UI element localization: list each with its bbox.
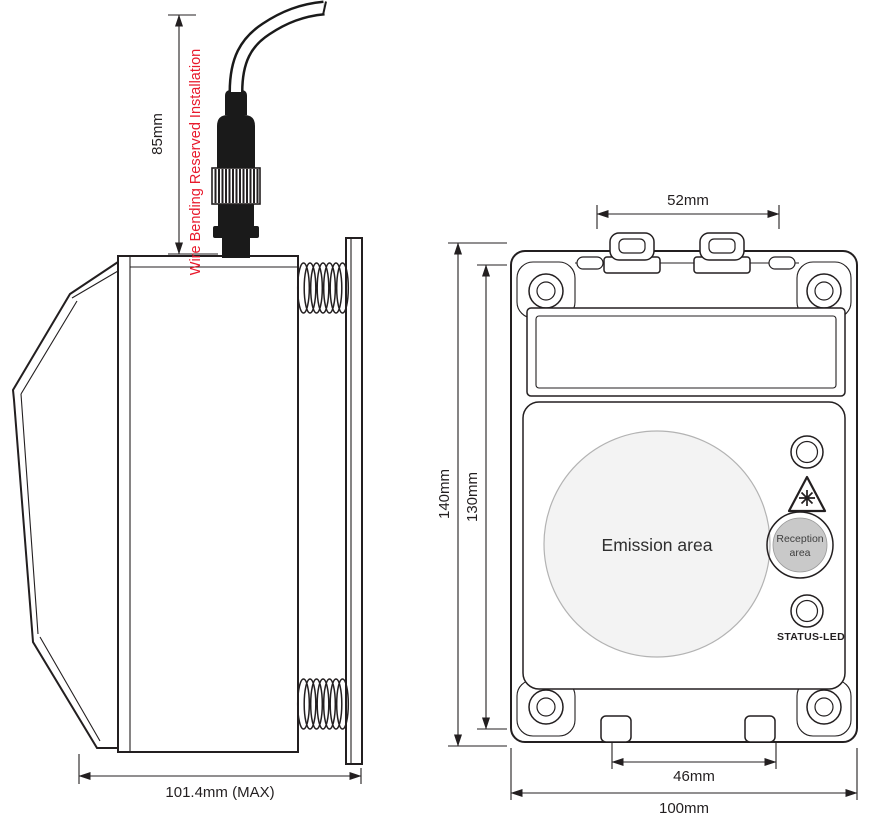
dim-overall-height: 140mm	[436, 242, 507, 747]
dim-101mm-label: 101.4mm (MAX)	[165, 784, 274, 801]
indicator-ring	[790, 435, 824, 469]
connector-port-right	[693, 232, 751, 274]
dim-overall-width: 100mm	[510, 748, 858, 817]
status-led-label: STATUS-LED	[777, 631, 845, 643]
wire-bending-note: Wire Bending Reserved Installation	[188, 49, 204, 275]
cable-connector	[211, 90, 261, 258]
side-body	[117, 255, 299, 753]
dim-body-height: 130mm	[464, 264, 507, 730]
emission-area-label: Emission area	[602, 535, 713, 555]
bottom-tab-left	[600, 715, 632, 743]
emission-area-circle	[543, 430, 771, 658]
dim-140mm-label: 140mm	[436, 469, 453, 519]
dim-depth-max: 101.4mm (MAX)	[78, 754, 362, 801]
side-housing-outline	[11, 260, 119, 749]
front-view: Emission area Reception area STATUS-LED	[436, 192, 858, 817]
dim-slot-span: 46mm	[611, 742, 777, 785]
dim-100mm-label: 100mm	[659, 800, 709, 817]
laser-warning-icon	[787, 475, 827, 513]
label-window	[526, 307, 846, 397]
connector-port-left	[603, 232, 661, 274]
side-body-detail-lines	[129, 256, 298, 752]
top-slot-right	[768, 256, 796, 270]
top-slot-left	[576, 256, 604, 270]
dim-52mm-label: 52mm	[667, 192, 709, 209]
reception-area: Reception area	[766, 511, 834, 579]
status-led-ring	[790, 594, 824, 628]
label-window-inner	[535, 315, 837, 389]
reception-area-label-line2: area	[789, 547, 810, 559]
side-mounting-plate	[345, 237, 363, 765]
dim-130mm-label: 130mm	[464, 472, 481, 522]
bottom-tab-right	[744, 715, 776, 743]
spring-bottom	[296, 678, 350, 730]
cable	[228, 0, 327, 93]
spring-top	[296, 262, 350, 314]
dim-connector-span: 52mm	[596, 192, 780, 229]
dim-46mm-label: 46mm	[673, 768, 715, 785]
knurl-stripes	[214, 169, 259, 203]
side-view: 85mm Wire Bending Reserved Installation …	[11, 0, 363, 801]
reception-area-label-line1: Reception	[776, 533, 823, 545]
dim-85mm-label: 85mm	[149, 113, 166, 155]
side-housing-detail-lines	[20, 270, 119, 742]
dim-wire-clearance: 85mm	[149, 14, 218, 255]
